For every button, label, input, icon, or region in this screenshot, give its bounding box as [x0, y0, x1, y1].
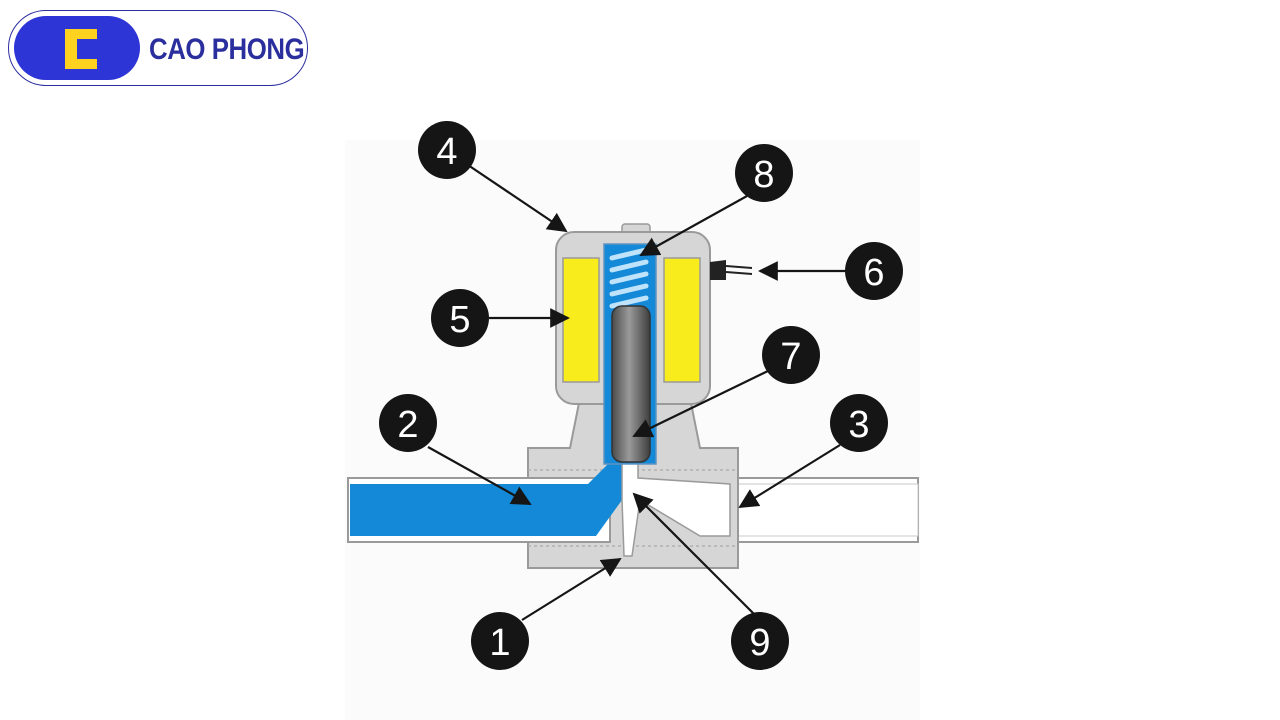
- callout-3: 3: [830, 394, 888, 452]
- callout-7: 7: [762, 326, 820, 384]
- valve-orifice: [621, 461, 731, 557]
- svg-text:2: 2: [397, 404, 418, 446]
- svg-text:3: 3: [848, 404, 869, 446]
- inlet-pipe: [347, 460, 622, 543]
- coil-left: [562, 257, 600, 383]
- callout-1: 1: [471, 612, 529, 670]
- letter-c-logo-icon: [65, 29, 97, 69]
- coil-right: [663, 257, 701, 383]
- svg-text:5: 5: [449, 299, 470, 341]
- logo-text: CAO PHONG: [149, 33, 305, 66]
- callout-9: 9: [731, 612, 789, 670]
- callout-2: 2: [379, 394, 437, 452]
- svg-text:7: 7: [780, 336, 801, 378]
- brand-logo: CAO PHONG: [8, 10, 308, 86]
- spring-icon: [609, 247, 649, 309]
- callout-4: 4: [418, 121, 476, 179]
- electrical-connector: [710, 260, 753, 280]
- callout-8: 8: [735, 144, 793, 202]
- leader-arrows: [427, 162, 848, 621]
- svg-text:8: 8: [753, 154, 774, 196]
- svg-text:9: 9: [749, 622, 770, 664]
- svg-text:1: 1: [489, 622, 510, 664]
- callout-5: 5: [431, 289, 489, 347]
- callout-6: 6: [845, 242, 903, 300]
- plunger: [611, 305, 651, 463]
- svg-text:4: 4: [436, 131, 457, 173]
- svg-text:6: 6: [863, 252, 884, 294]
